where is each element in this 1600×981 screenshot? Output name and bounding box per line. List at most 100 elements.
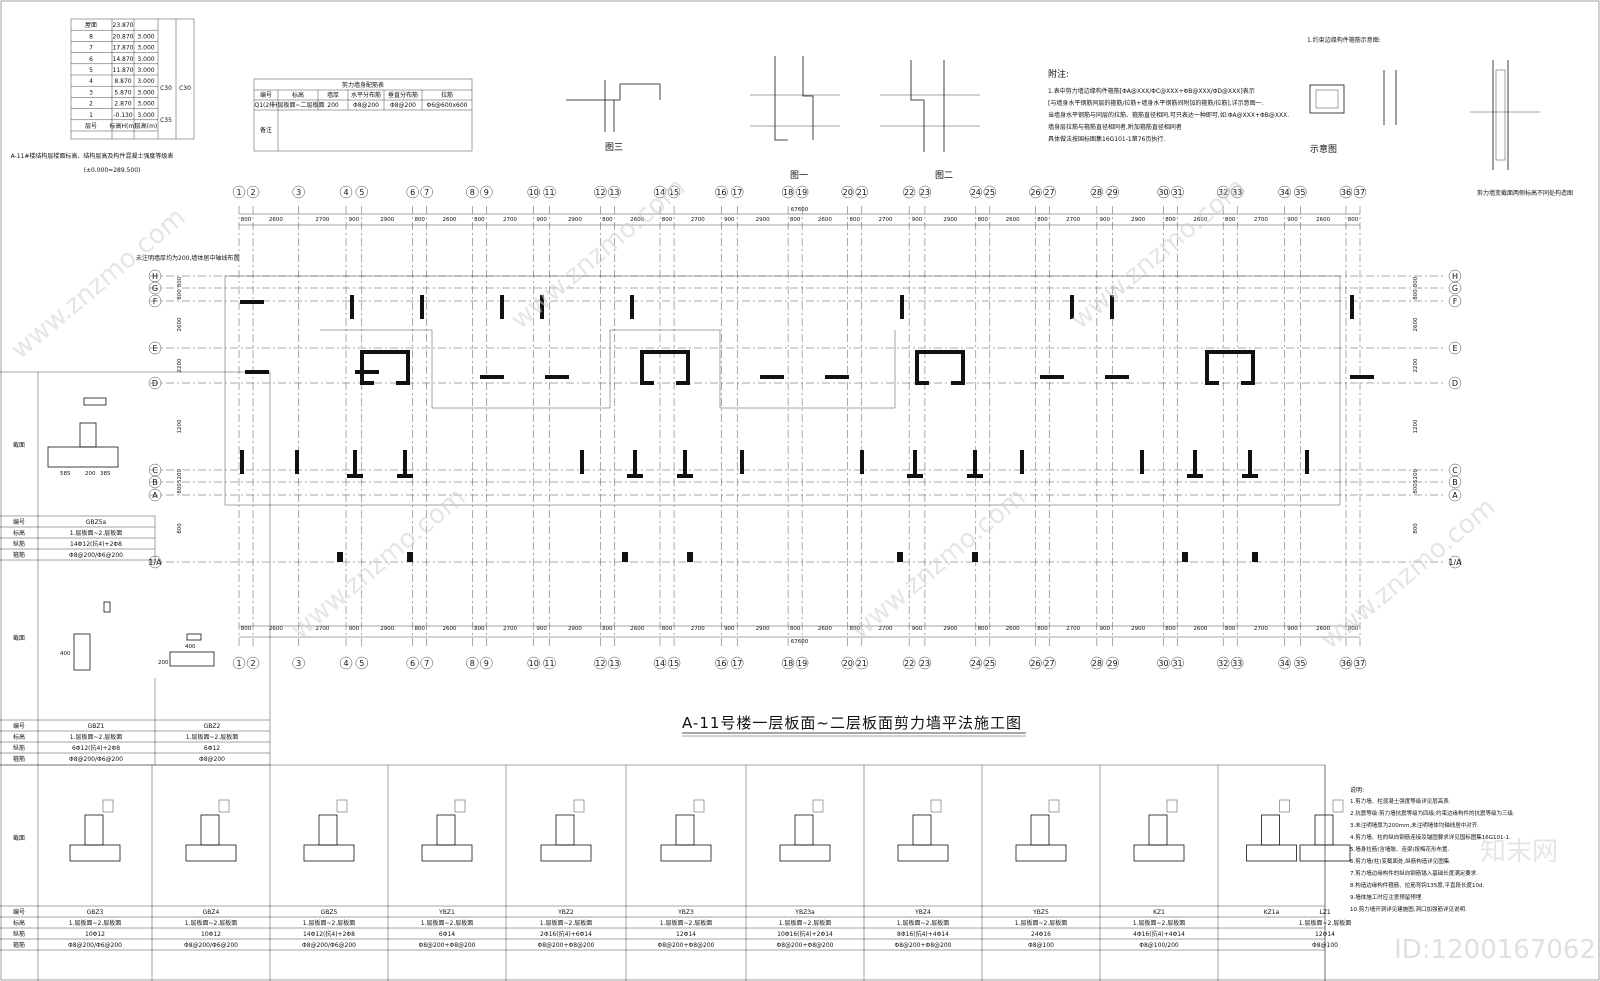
wall-cell: 200	[327, 102, 339, 109]
member-long: 6Φ12(抗4)+2Φ8	[72, 744, 120, 752]
wall-header: 墙厚	[327, 91, 339, 99]
axis-bubble	[594, 185, 607, 199]
drawing-stroke	[640, 350, 690, 354]
axis-label-h: G	[152, 284, 158, 293]
axis-bubble	[902, 656, 916, 670]
elev-cell: 11.870	[113, 67, 134, 74]
drawing-stroke	[774, 56, 788, 141]
floor-cell: 3	[89, 89, 93, 96]
elev-cell: 5.870	[114, 89, 131, 96]
axis-bubble	[292, 185, 305, 199]
height-cell: 3.000	[137, 78, 154, 85]
axis-bubble	[1090, 185, 1104, 199]
bay-dim: 800	[1165, 217, 1176, 223]
drawing-stroke	[573, 799, 585, 813]
watermark-layer: www.znzmo.com www.znzmo.com www.znzmo.co…	[5, 172, 1558, 867]
drawing-stroke	[566, 80, 606, 101]
axis-bubble	[1043, 185, 1056, 199]
bay-dim: 800	[978, 626, 989, 632]
bay-dim: 800	[602, 217, 613, 223]
member-stir: Φ8@200+Φ8@200	[894, 942, 951, 949]
explain-line: 5.墙身拉筋(含墙肢、连梁)按梅花形布置.	[1350, 845, 1450, 853]
drawing-stroke	[912, 814, 932, 846]
axis-label-h: F	[1453, 297, 1458, 306]
axis-bubble	[795, 185, 809, 199]
drawing-stroke	[1205, 350, 1209, 385]
sketch-fig3	[566, 80, 661, 132]
axis-label-v: 16	[716, 659, 726, 668]
wall-segment	[1252, 552, 1258, 562]
bay-dim: 2900	[756, 217, 770, 223]
bay-dim: 2600	[1193, 217, 1207, 223]
wall-segment	[347, 450, 363, 478]
drawing-stroke	[218, 799, 230, 813]
axis-label-h: F	[153, 297, 158, 306]
row-label-gujin-3: 箍筋	[13, 941, 25, 949]
axis-bubble	[1353, 185, 1367, 199]
axis-bubble	[1171, 185, 1184, 199]
drawing-stroke	[1187, 474, 1203, 478]
member-stir: Φ8@200/Φ6@200	[302, 942, 356, 949]
bay-dim: 2700	[315, 217, 329, 223]
drawing-stroke	[360, 381, 374, 385]
height-cell: 3.000	[137, 56, 154, 63]
wall-header: 编号	[260, 91, 272, 99]
drawing-stroke	[900, 295, 904, 319]
bay-dim: 2700	[1254, 626, 1268, 632]
row-dim: 800	[177, 483, 183, 494]
axis-label-v: 28	[1092, 188, 1102, 197]
axis-label-v: 18	[783, 188, 793, 197]
axis-bubble	[1230, 185, 1244, 199]
drawing-stroke	[1242, 474, 1258, 478]
axis-label-v: 14	[655, 659, 665, 668]
drawing-stroke	[1015, 844, 1067, 862]
row-label-biaogao-2: 标高	[13, 733, 25, 741]
axis-label-v: 37	[1355, 188, 1365, 197]
axis-label-v: 1	[236, 188, 241, 197]
axis-bubble	[355, 185, 369, 199]
drawing-stroke	[930, 799, 942, 813]
bay-dim: 2700	[878, 626, 892, 632]
axis-bubble	[292, 656, 305, 670]
bay-dim: 800	[850, 217, 861, 223]
bay-dim: 800	[790, 217, 801, 223]
wall-table-cells: 编号Q1(2排)标高一层板面~二层板面墙厚200水平分布筋Φ8@200垂直分布筋…	[254, 91, 467, 109]
member-stir: Φ8@200/Φ6@200	[69, 756, 123, 763]
wall-segment	[627, 450, 643, 478]
height-cell: 3.000	[137, 112, 154, 119]
watermark-text: www.znzmo.com	[845, 482, 1031, 645]
wall-segment	[1105, 375, 1129, 379]
axis-bubble	[1106, 656, 1119, 670]
drawing-stroke	[961, 350, 965, 385]
drawing-stroke	[186, 633, 202, 641]
drawing-stroke	[794, 814, 814, 846]
axis-bubble	[1448, 281, 1462, 295]
floor-cell: 1	[89, 112, 93, 119]
drawing-stroke	[360, 350, 410, 354]
bay-dim: 2700	[503, 626, 517, 632]
row-label-gujin-1: 箍筋	[13, 551, 25, 559]
wall-header: 水平分布筋	[351, 91, 381, 99]
member-elev: 1.层板面~2.层板面	[897, 919, 949, 927]
member-elev: 1.层板面~2.层板面	[1299, 919, 1351, 927]
bay-dim: 800	[978, 217, 989, 223]
bay-dim: 2600	[443, 626, 457, 632]
drawing-stroke	[1205, 381, 1219, 385]
axis-label-v: 23	[920, 659, 930, 668]
drawing-stroke: 200	[85, 471, 96, 477]
row-dim: 2200	[177, 358, 183, 372]
elev-cell: 23.870	[113, 22, 134, 29]
section-sketch-gbz5a: 585 200 385	[47, 397, 119, 477]
bay-dim: 2900	[756, 626, 770, 632]
floor-cell: 屋面	[85, 22, 97, 29]
drawing-stroke	[860, 450, 864, 474]
axis-label-v: 32	[1218, 659, 1228, 668]
row-dim: 800	[177, 276, 183, 287]
row-label-jiemian-2: 截面	[13, 634, 25, 642]
member-long: 10Φ16(抗4)+2Φ14	[777, 930, 833, 938]
axis-bubble	[1448, 376, 1462, 390]
axis-label-v: 5	[359, 188, 364, 197]
axis-bubble	[781, 656, 795, 670]
explain-line: 10.剪力墙开洞详见建施图,洞口加强筋详见说明.	[1350, 905, 1467, 913]
wall-segment	[1350, 295, 1354, 319]
